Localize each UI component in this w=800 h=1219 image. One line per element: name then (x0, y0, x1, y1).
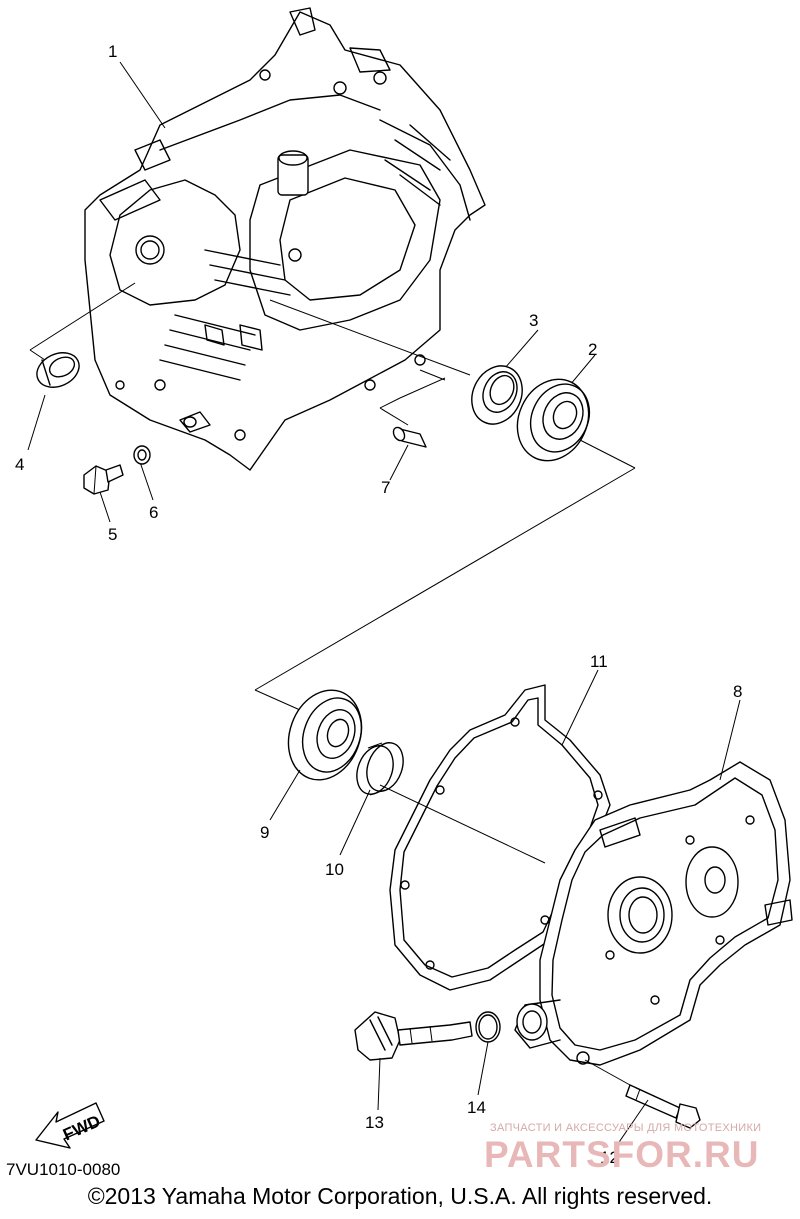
callout-12: 12 (600, 1148, 619, 1167)
drawing-code: 7VU1010-0080 (6, 1160, 121, 1179)
watermark-tagline: ЗАПЧАСТИ И АКСЕССУАРЫ ДЛЯ МОТОТЕХНИКИ (490, 1122, 762, 1134)
gasket-part-11 (389, 684, 621, 991)
bolt-part-12 (625, 1084, 701, 1129)
callout-13: 13 (365, 1113, 384, 1132)
callout-5: 5 (108, 525, 117, 544)
oil-gauge-part-13 (354, 1011, 473, 1061)
callout-11: 11 (590, 652, 608, 671)
callout-4: 4 (15, 455, 24, 474)
o-ring-part-14 (475, 1011, 501, 1043)
callout-14: 14 (467, 1098, 486, 1117)
callout-2: 2 (588, 340, 597, 359)
forward-direction-arrow: FWD (35, 1102, 105, 1149)
watermark-logo: PARTSFOR.RU (484, 1134, 760, 1175)
drain-bolt-part-5 (83, 464, 124, 495)
oil-seal-part-3 (471, 365, 523, 425)
crankcase (84, 7, 486, 471)
callout-6: 6 (149, 503, 158, 522)
bearing-part-2 (516, 378, 591, 462)
callout-1: 1 (108, 42, 117, 61)
leader-lines-upper (27, 61, 636, 711)
callout-numbers: 1 2 3 4 5 6 7 8 9 10 11 12 13 14 (15, 42, 742, 1167)
gasket-part-6 (133, 445, 151, 465)
crankcase-cover-part-8 (514, 761, 793, 1066)
oil-seal-part-4 (36, 352, 80, 388)
callout-8: 8 (733, 682, 742, 701)
copyright-notice: ©2013 Yamaha Motor Corporation, U.S.A. A… (87, 1183, 713, 1209)
callout-10: 10 (325, 860, 344, 879)
assembly-guide-line (379, 784, 546, 864)
callout-3: 3 (529, 311, 538, 330)
callout-9: 9 (260, 823, 269, 842)
leader-lines-lower (269, 669, 741, 1149)
bearing-part-9 (287, 689, 363, 781)
callout-7: 7 (381, 478, 390, 497)
plug-part-10 (356, 742, 404, 796)
dowel-pin-part-7 (392, 426, 427, 448)
